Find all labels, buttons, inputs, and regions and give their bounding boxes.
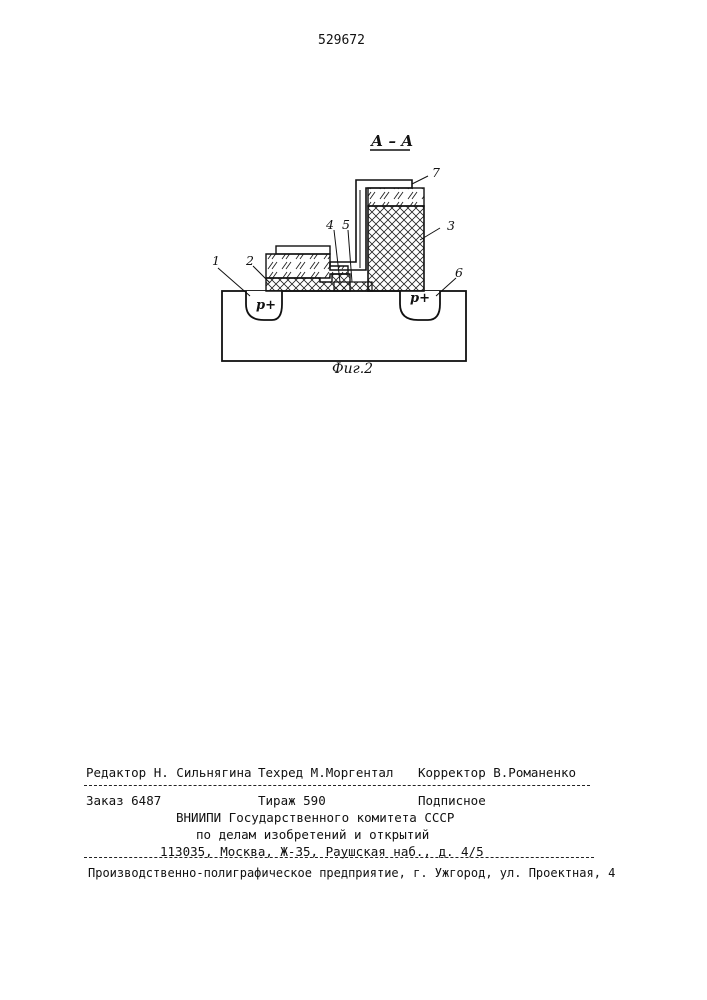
order-number: Заказ 6487 — [86, 794, 161, 808]
subscription: Подписное — [418, 794, 486, 808]
divider-bottom — [84, 857, 594, 858]
figure-caption: Фиг.2 — [332, 362, 373, 376]
layer-5-contact — [334, 282, 372, 291]
publisher-line-1: ВНИИПИ Государственного комитета СССР — [176, 811, 454, 825]
circulation: Тираж 590 — [258, 794, 326, 808]
layer-top-left-cap — [276, 246, 330, 254]
techred-credit: Техред М.Моргентал — [258, 766, 393, 780]
doping-label-left: p+ — [256, 299, 276, 313]
printer-line: Производственно-полиграфическое предприя… — [88, 866, 615, 880]
layer-3-top-glass — [368, 188, 424, 206]
section-label: А – А — [371, 134, 413, 148]
callout-4: 4 — [326, 218, 334, 232]
publisher-line-2: по делам изобретений и открытий — [196, 828, 429, 842]
editor-credit: Редактор Н. Сильнягина — [86, 766, 252, 780]
figure-2-drawing — [0, 0, 707, 420]
doping-label-right: p+ — [410, 292, 430, 306]
leader-6 — [436, 278, 456, 296]
callout-3: 3 — [447, 219, 455, 233]
layer-glass-left — [266, 254, 348, 278]
callout-7: 7 — [432, 166, 440, 180]
layer-3-block — [368, 206, 424, 291]
leader-7 — [412, 176, 428, 184]
corrector-credit: Корректор В.Романенко — [418, 766, 576, 780]
callout-1: 1 — [212, 254, 220, 268]
callout-2: 2 — [246, 254, 254, 268]
callout-6: 6 — [455, 266, 463, 280]
callout-5: 5 — [342, 218, 350, 232]
divider-top — [84, 785, 590, 786]
